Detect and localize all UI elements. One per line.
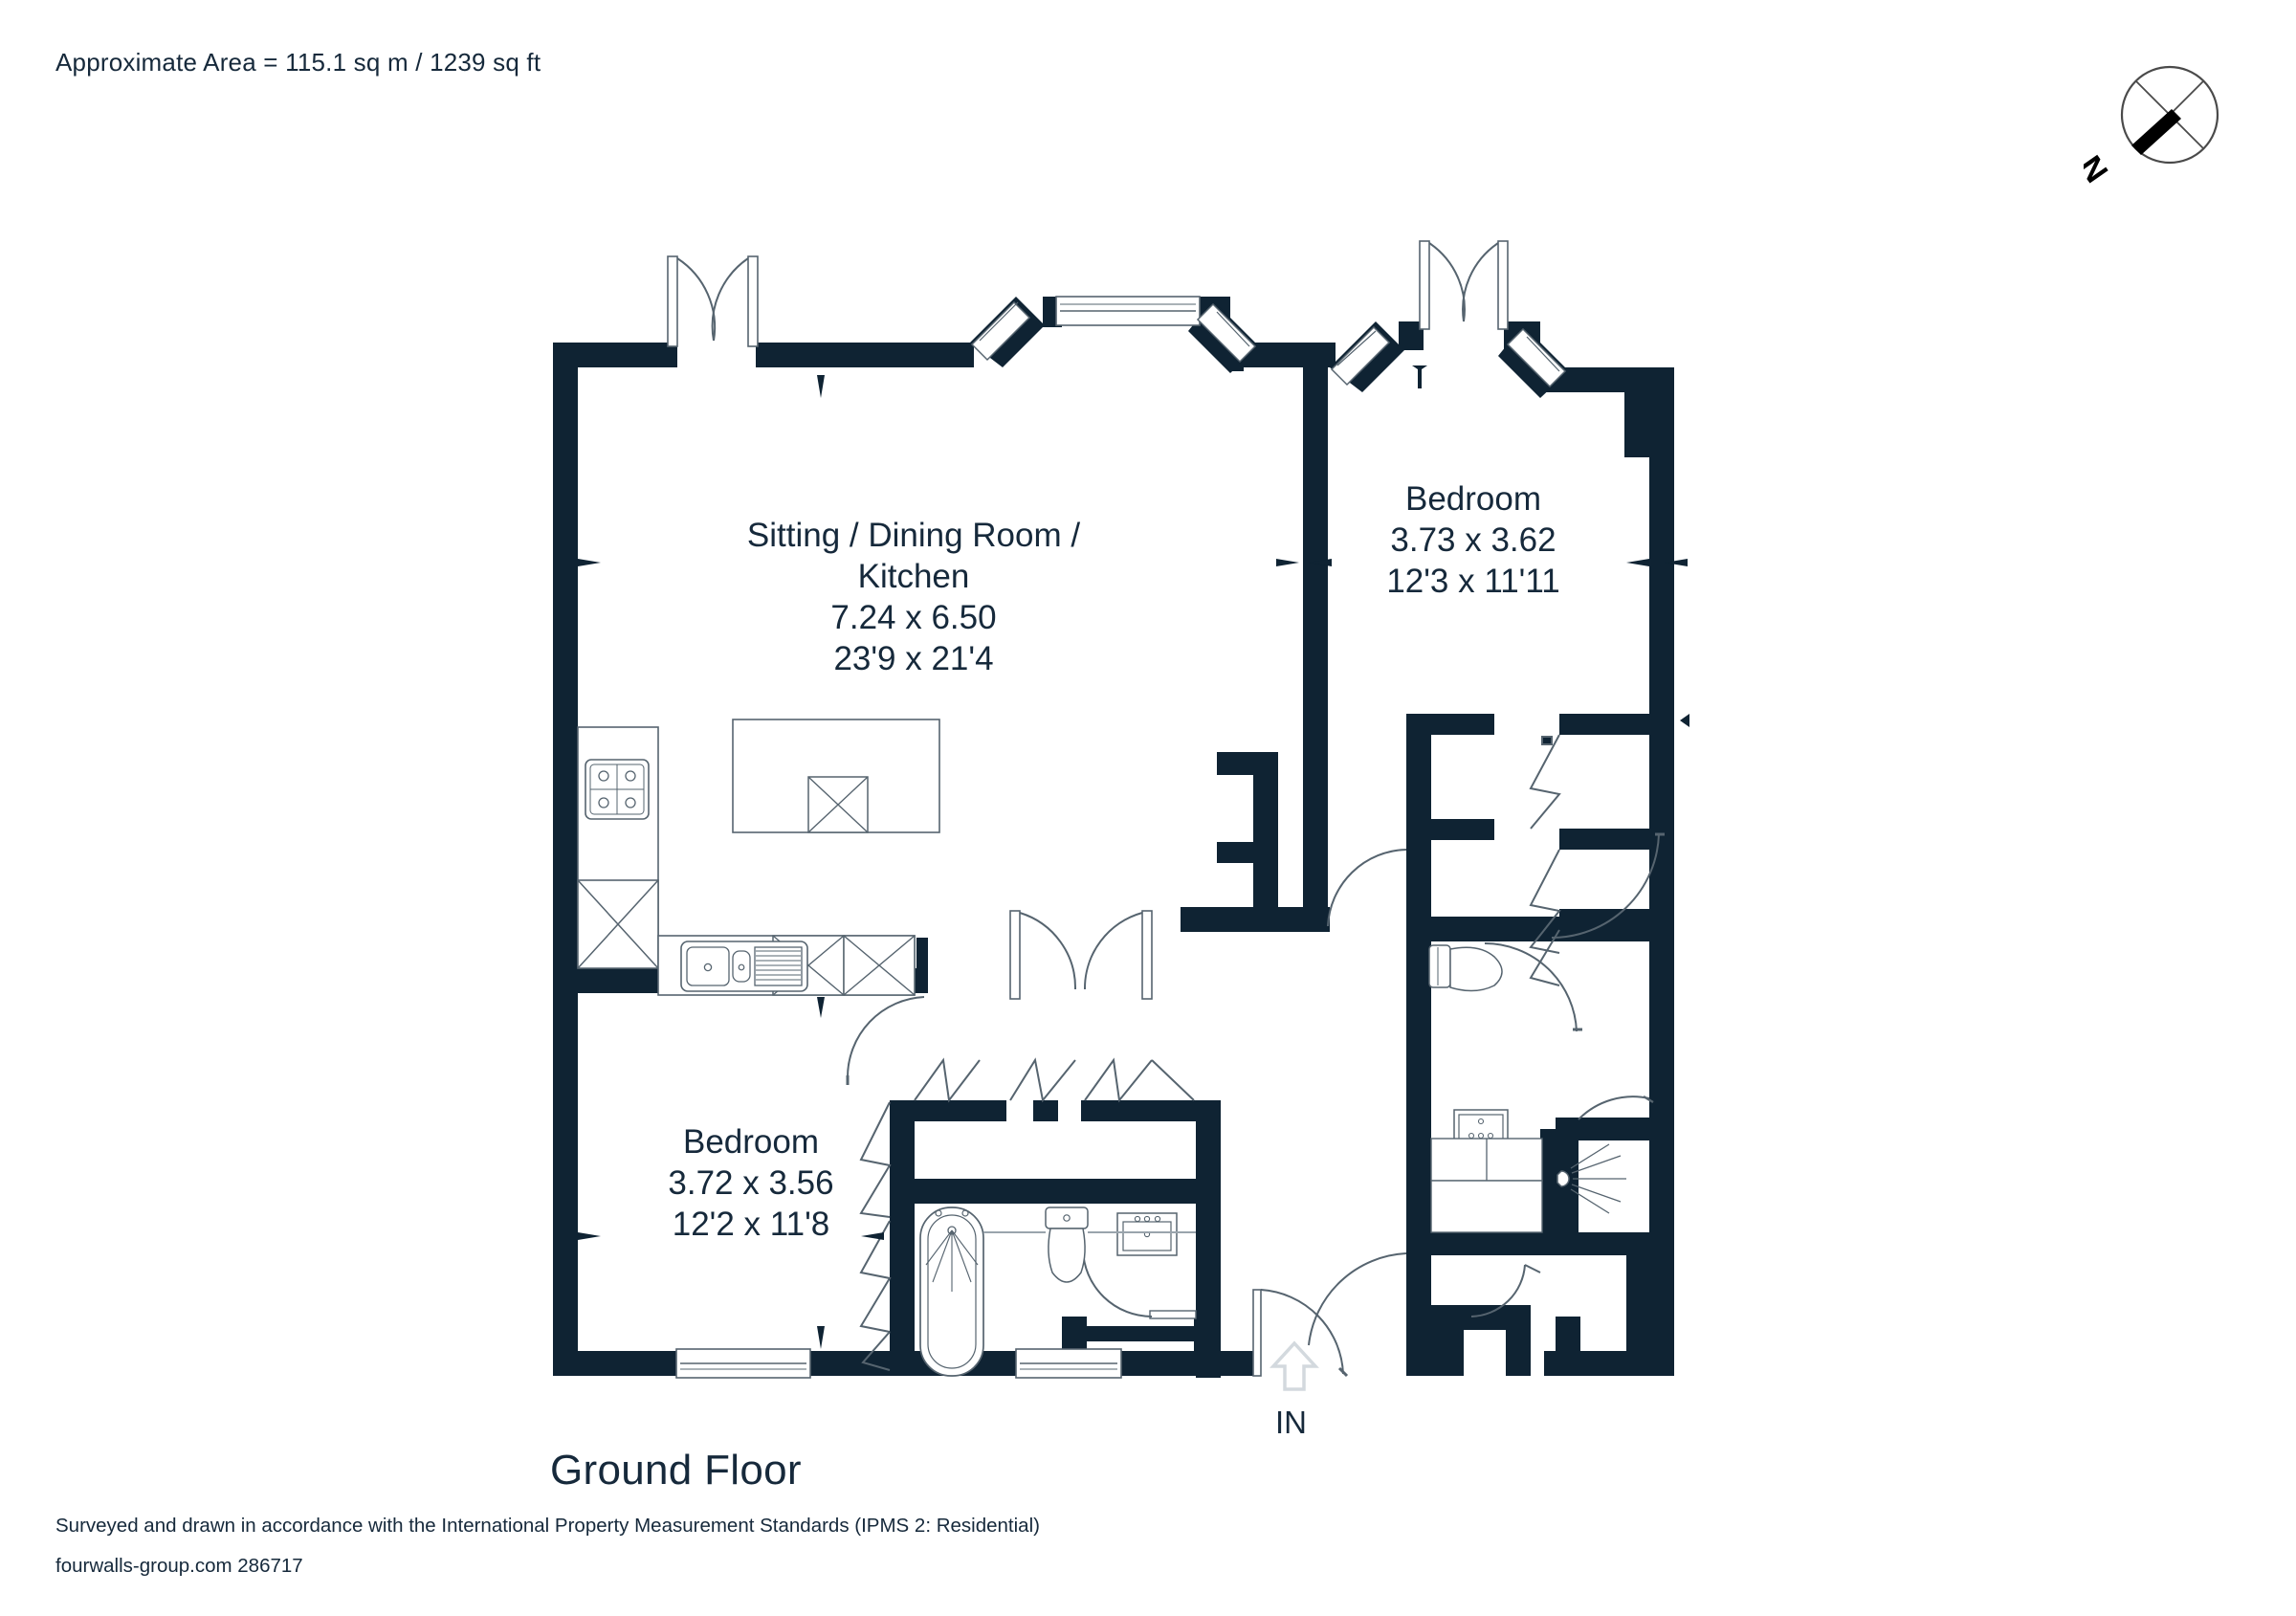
- floor-title: Ground Floor: [550, 1447, 802, 1494]
- window-bedroom2-bottom: [675, 1348, 811, 1379]
- wc-toilet-icon-ensuite: [1428, 944, 1503, 992]
- door-french-top-left: [667, 255, 759, 347]
- room-dimensions-imperial: 12'2 x 11'8: [672, 1206, 830, 1244]
- room-label-bedroom-2: Bedroom 3.72 x 3.56 12'2 x 11'8: [612, 1121, 890, 1245]
- window-bay-left: [1055, 296, 1201, 326]
- kitchen-fittings-group: [577, 719, 940, 996]
- arrow-up-icon: [1269, 1340, 1319, 1391]
- wc-toilet-icon-bathroom: [1045, 1206, 1089, 1283]
- door-bedroom1: [1327, 849, 1407, 927]
- door-bathroom: [1082, 1249, 1197, 1319]
- windows-group: [675, 296, 1567, 1379]
- door-corridor-left: [846, 996, 925, 1085]
- room-name-line1: Bedroom: [1404, 480, 1542, 518]
- door-entrance: [1252, 1289, 1349, 1378]
- door-french-bedroom-bay: [1419, 240, 1509, 330]
- room-label-sitting-dining-kitchen: Sitting / Dining Room / Kitchen 7.24 x 6…: [737, 515, 1091, 679]
- room-name-line2: Kitchen: [857, 558, 970, 596]
- room-dimensions-metric: 7.24 x 6.50: [830, 599, 997, 637]
- window-bathroom-bottom: [1015, 1348, 1122, 1379]
- dimension-ticks-group: [578, 365, 1689, 1349]
- window-bay-left-angled-b: [1196, 302, 1257, 364]
- walls-group: [553, 297, 1674, 1378]
- footer-source-text: fourwalls-group.com 286717: [55, 1555, 303, 1577]
- wash-basin-icon-bathroom: [1116, 1212, 1178, 1256]
- approximate-area-text: Approximate Area = 115.1 sq m / 1239 sq …: [55, 48, 541, 77]
- room-name-line1: Bedroom: [682, 1123, 820, 1161]
- door-wc-cubicle: [1484, 941, 1582, 1032]
- kitchen-sink-with-drainer-icon: [680, 941, 808, 992]
- room-name-line1: Sitting / Dining Room /: [746, 517, 1081, 554]
- door-ensuite: [1541, 736, 1665, 939]
- footer-standards-text: Surveyed and drawn in accordance with th…: [55, 1515, 1040, 1537]
- kitchen-island-icon: [732, 719, 940, 833]
- compass-rose-icon: N: [2072, 59, 2237, 203]
- door-store-cupboard: [1470, 1264, 1541, 1317]
- room-label-bedroom-1: Bedroom 3.73 x 3.62 12'3 x 11'11: [1335, 478, 1612, 602]
- door-corridor-lower: [1308, 1252, 1407, 1346]
- entrance-in-label: IN: [1275, 1405, 1307, 1440]
- wardrobe-doors-group: [859, 734, 1561, 1371]
- doors-group: [667, 240, 1665, 1378]
- hob-4-burner-icon: [585, 759, 650, 820]
- window-bay-left-angled-a: [970, 300, 1031, 362]
- shower-head-icon: [1556, 1143, 1626, 1214]
- room-dimensions-metric: 3.72 x 3.56: [668, 1164, 834, 1203]
- ensuite-fittings-group: [1428, 944, 1626, 1233]
- window-bay-right-angled-a: [1330, 325, 1391, 387]
- room-dimensions-imperial: 12'3 x 11'11: [1386, 563, 1560, 601]
- room-dimensions-metric: 3.73 x 3.62: [1390, 521, 1556, 560]
- bathroom-fittings-group: [919, 1206, 1196, 1377]
- bath-tub-with-shower-icon: [919, 1206, 984, 1377]
- door-hall-to-main: [1009, 910, 1153, 1000]
- room-dimensions-imperial: 23'9 x 21'4: [833, 640, 994, 678]
- window-bay-right-angled-b: [1506, 327, 1567, 388]
- door-shower-enclosure: [1578, 1095, 1654, 1120]
